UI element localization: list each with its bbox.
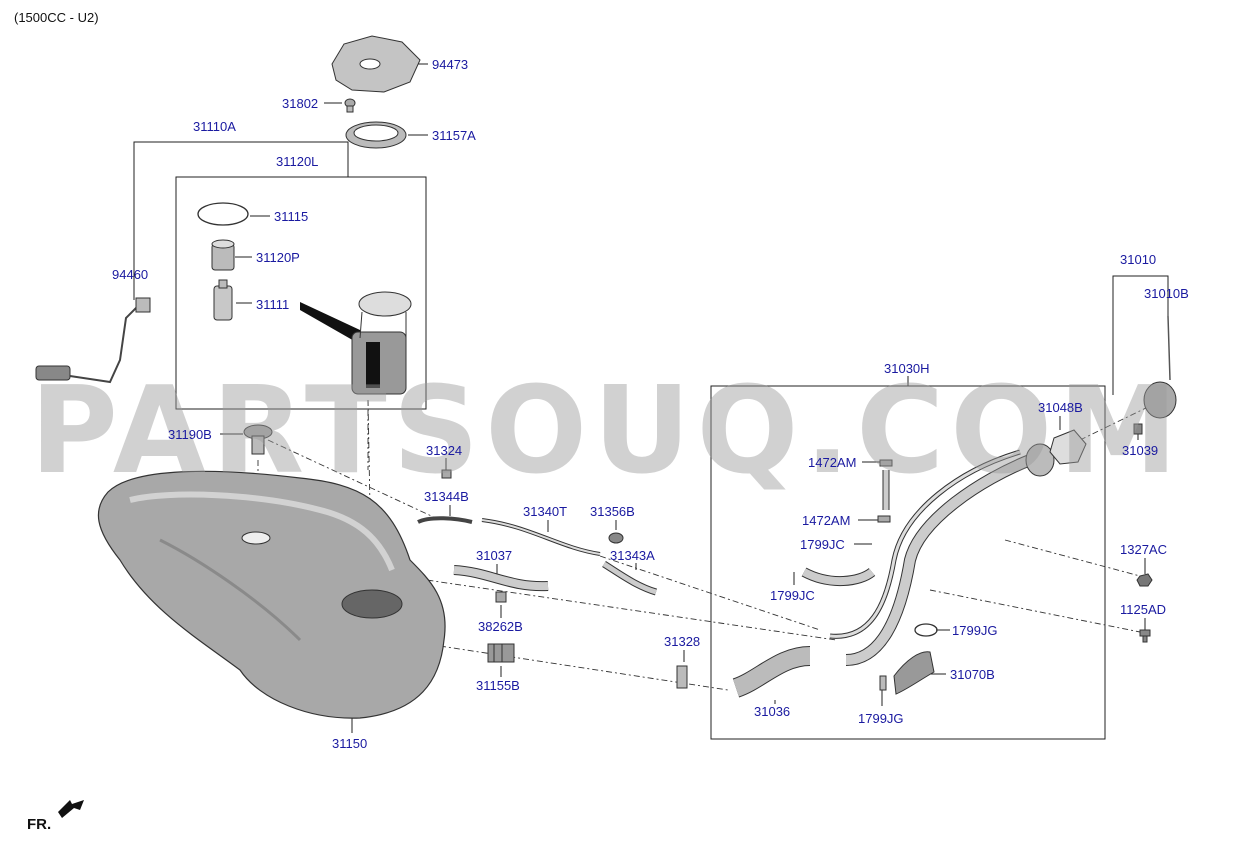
part-label-1799JC-b[interactable]: 1799JC — [770, 588, 815, 603]
gasket-31048B[interactable] — [1049, 429, 1087, 465]
bracket-31070B[interactable] — [893, 651, 935, 695]
front-arrow-icon — [58, 800, 84, 818]
clip-31324[interactable] — [441, 469, 452, 479]
grommet-31356B[interactable] — [608, 532, 624, 544]
part-label-31150[interactable]: 31150 — [332, 736, 367, 751]
variant-header: (1500CC - U2) — [14, 10, 99, 25]
part-labels: 94473 31802 31157A 31110A 31120L 31115 3… — [112, 57, 1189, 751]
part-label-31344B[interactable]: 31344B — [424, 489, 469, 504]
part-label-31157A[interactable]: 31157A — [432, 128, 476, 143]
part-label-31343A[interactable]: 31343A — [610, 548, 655, 563]
vent-hoses[interactable] — [417, 516, 658, 596]
part-label-94460[interactable]: 94460 — [112, 267, 148, 282]
clamp-1799JG-b[interactable] — [879, 675, 887, 691]
bolt-1125AD[interactable] — [1139, 629, 1151, 643]
fuel-sender-94460[interactable] — [35, 297, 151, 384]
part-label-31111[interactable]: 31111 — [256, 297, 289, 312]
o-ring-31115[interactable] — [197, 202, 249, 226]
part-label-38262B[interactable]: 38262B — [478, 619, 523, 634]
part-label-1799JG-b[interactable]: 1799JG — [858, 711, 904, 726]
part-label-31010[interactable]: 31010 — [1120, 252, 1156, 267]
part-label-1799JG-a[interactable]: 1799JG — [952, 623, 998, 638]
part-label-1472AM-a[interactable]: 1472AM — [808, 455, 856, 470]
front-direction-indicator: FR. — [27, 800, 84, 833]
cover-plate-94473[interactable] — [331, 35, 421, 93]
nut-31802[interactable] — [344, 98, 356, 113]
part-label-1799JC-a[interactable]: 1799JC — [800, 537, 845, 552]
part-label-31802[interactable]: 31802 — [282, 96, 318, 111]
clamp-1799JG[interactable] — [914, 623, 938, 637]
part-label-31155B[interactable]: 31155B — [476, 678, 520, 693]
hose-31037[interactable] — [453, 565, 549, 592]
filter-31120P[interactable] — [211, 239, 235, 271]
filler-door-31010[interactable] — [1143, 315, 1177, 419]
bracket-31155B[interactable] — [487, 643, 515, 663]
part-label-31010B[interactable]: 31010B — [1144, 286, 1189, 301]
part-label-1472AM-b[interactable]: 1472AM — [802, 513, 850, 528]
fuel-pump-31111[interactable] — [213, 279, 233, 321]
part-label-31340T[interactable]: 31340T — [523, 504, 567, 519]
nut-1327AC[interactable] — [1136, 573, 1153, 587]
part-label-31120P[interactable]: 31120P — [256, 250, 300, 265]
part-label-31036[interactable]: 31036 — [754, 704, 790, 719]
fuel-tank-31150[interactable] — [97, 470, 446, 719]
filler-neck-assembly-31030H[interactable] — [732, 443, 1055, 698]
part-label-31328[interactable]: 31328 — [664, 634, 700, 649]
front-label: FR. — [27, 816, 51, 833]
leader-lines — [133, 63, 1169, 740]
part-label-31030H[interactable]: 31030H — [884, 361, 930, 376]
part-label-1327AC[interactable]: 1327AC — [1120, 542, 1167, 557]
part-label-31324[interactable]: 31324 — [426, 443, 462, 458]
part-label-31110A[interactable]: 31110A — [193, 119, 236, 134]
part-label-31039[interactable]: 31039 — [1122, 443, 1158, 458]
part-label-31048B[interactable]: 31048B — [1038, 400, 1083, 415]
clip-38262B[interactable] — [495, 591, 507, 603]
clip-31328[interactable] — [676, 665, 688, 689]
ring-31157A[interactable] — [345, 121, 407, 149]
part-label-1125AD[interactable]: 1125AD — [1120, 602, 1166, 617]
part-label-31356B[interactable]: 31356B — [590, 504, 635, 519]
part-label-31115[interactable]: 31115 — [274, 209, 308, 224]
valve-31190B[interactable] — [243, 424, 273, 455]
part-label-31120L[interactable]: 31120L — [276, 154, 318, 169]
part-label-31070B[interactable]: 31070B — [950, 667, 995, 682]
part-label-31190B[interactable]: 31190B — [168, 427, 212, 442]
screw-31039[interactable] — [1133, 423, 1143, 435]
watermark: PARTSOUQ.COM — [30, 362, 1184, 501]
part-label-31037[interactable]: 31037 — [476, 548, 512, 563]
part-label-94473[interactable]: 94473 — [432, 57, 468, 72]
pump-module[interactable] — [300, 291, 412, 395]
